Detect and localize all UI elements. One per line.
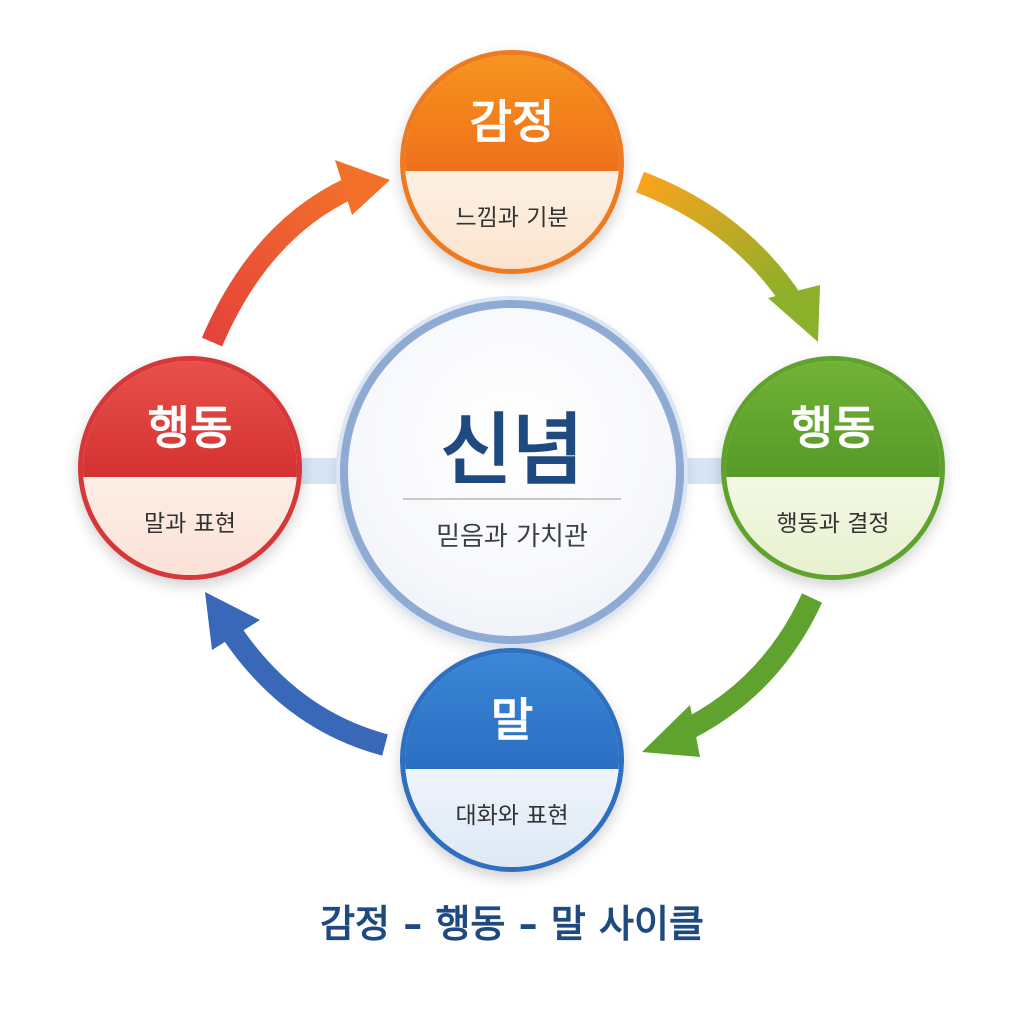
node-speech: 말 대화와 표현: [400, 648, 624, 872]
arrow-bottom-to-left: [205, 592, 388, 756]
node-title: 감정: [405, 55, 619, 171]
center-node-belief: 신념 믿음과 가치관: [340, 300, 684, 644]
arrow-left-to-top: [201, 160, 390, 347]
divider: [403, 498, 621, 500]
center-title: 신념: [440, 406, 584, 496]
center-subtitle: 믿음과 가치관: [436, 522, 588, 552]
arrow-top-to-right: [636, 171, 820, 342]
node-subtitle: 행동과 결정: [726, 477, 940, 575]
node-emotion: 감정 느낌과 기분: [400, 50, 624, 274]
node-subtitle: 말과 표현: [83, 477, 297, 575]
node-title: 말: [405, 653, 619, 769]
node-action: 행동 행동과 결정: [721, 356, 945, 580]
node-subtitle: 느낌과 기분: [405, 171, 619, 269]
node-title: 행동: [83, 361, 297, 477]
node-behavior: 행동 말과 표현: [78, 356, 302, 580]
node-title: 행동: [726, 361, 940, 477]
diagram-caption: 감정 – 행동 – 말 사이클: [320, 902, 704, 946]
arrow-right-to-bottom: [642, 593, 823, 757]
node-subtitle: 대화와 표현: [405, 769, 619, 867]
